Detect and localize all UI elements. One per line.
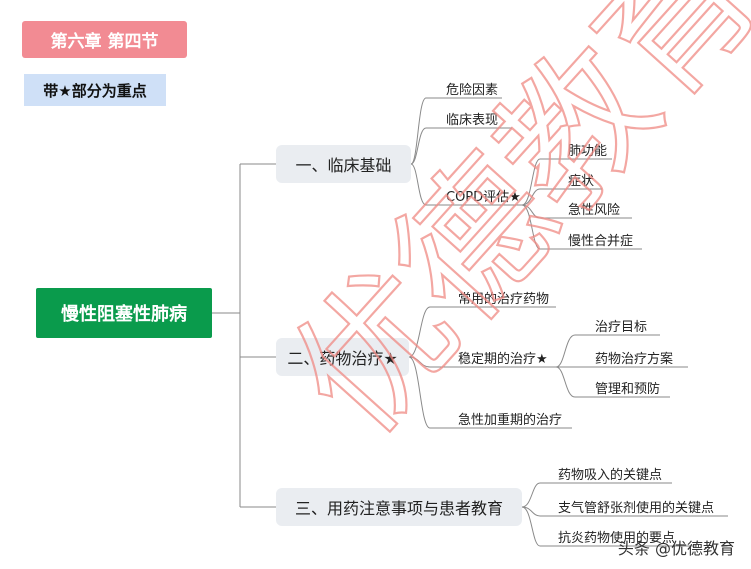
node-bronchodilator-keys[interactable]: 支气管舒张剂使用的关键点 xyxy=(558,501,715,516)
node-drug-regimen[interactable]: 药物治疗方案 xyxy=(595,352,674,367)
node-risk-factors[interactable]: 危险因素 xyxy=(446,83,499,98)
node-acute-exacerbation[interactable]: 急性加重期的治疗 xyxy=(458,413,563,428)
chapter-tag: 第六章 第四节 xyxy=(22,21,187,58)
key-point-note: 带★部分为重点 xyxy=(24,74,166,106)
node-lung-function[interactable]: 肺功能 xyxy=(568,144,608,159)
branch-drug-therapy[interactable]: 二、药物治疗★ xyxy=(276,338,409,376)
node-treatment-goals[interactable]: 治疗目标 xyxy=(595,320,648,335)
root-topic[interactable]: 慢性阻塞性肺病 xyxy=(36,288,212,338)
node-anti-inflammatory-keys[interactable]: 抗炎药物使用的要点 xyxy=(558,531,676,546)
footer-credit: 头条 @优德教育 xyxy=(617,539,735,558)
node-symptoms[interactable]: 症状 xyxy=(568,174,595,189)
node-common-drugs[interactable]: 常用的治疗药物 xyxy=(458,292,550,307)
node-inhalation-keys[interactable]: 药物吸入的关键点 xyxy=(558,468,663,483)
node-management-prevention[interactable]: 管理和预防 xyxy=(595,382,661,397)
branch-medication-notes[interactable]: 三、用药注意事项与患者教育 xyxy=(276,488,522,526)
node-acute-risk[interactable]: 急性风险 xyxy=(568,203,621,218)
node-chronic-comorbidity[interactable]: 慢性合并症 xyxy=(568,234,634,249)
node-copd-assessment[interactable]: COPD评估★ xyxy=(446,190,521,205)
node-clinical-manifestations[interactable]: 临床表现 xyxy=(446,113,499,128)
node-stable-treatment[interactable]: 稳定期的治疗★ xyxy=(458,352,548,367)
branch-clinical-basis[interactable]: 一、临床基础 xyxy=(276,145,411,183)
